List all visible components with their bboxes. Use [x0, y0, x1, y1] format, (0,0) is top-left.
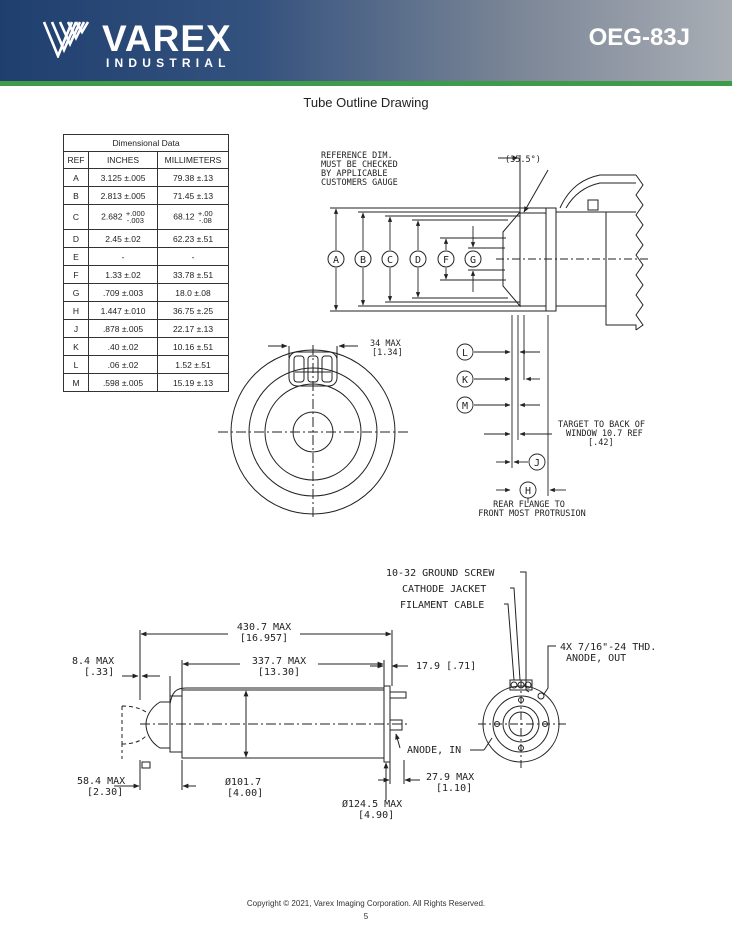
- dia-1245-inches: [4.90]: [358, 810, 394, 821]
- cathode-jacket-label: CATHODE JACKET: [402, 584, 486, 595]
- ref-note-line: CUSTOMERS GAUGE: [321, 178, 398, 188]
- length-337-label: 337.7 MAX: [252, 656, 306, 667]
- label-c: C: [387, 255, 393, 266]
- drawing-text-top: REFERENCE DIM. MUST BE CHECKED BY APPLIC…: [321, 151, 645, 519]
- max34-inches: [1.34]: [372, 348, 403, 358]
- tube-end-view-bottom: [470, 571, 566, 768]
- anode-out-label: ANODE, OUT: [566, 653, 626, 664]
- mm-tolerance: +.00 -.08: [197, 209, 213, 225]
- ground-screw-label: 10-32 GROUND SCREW: [386, 568, 495, 579]
- dimension-lines-a-g: [330, 207, 546, 312]
- target-note-line: [.42]: [588, 438, 614, 448]
- mm-cell: 15.19 ±.13: [157, 373, 229, 392]
- dia-1245-label: Ø124.5 MAX: [342, 798, 402, 810]
- inches-value: 2.682: [101, 211, 123, 222]
- dim-584-label: 58.4 MAX: [77, 776, 125, 787]
- ref-note-line: REFERENCE DIM.: [321, 151, 393, 161]
- ref-cell: C: [63, 204, 89, 230]
- mm-value: 68.12: [173, 211, 195, 222]
- drawing-text-bottom: 10-32 GROUND SCREW CATHODE JACKET FILAME…: [72, 568, 656, 821]
- label-g: G: [470, 255, 476, 266]
- dim-84-label: 8.4 MAX: [72, 656, 114, 667]
- mm-cell: 68.12 +.00 -.08: [157, 204, 229, 230]
- filament-cable-label: FILAMENT CABLE: [400, 600, 484, 611]
- table-row: E--: [63, 247, 229, 266]
- dimensional-data-table: Dimensional Data REF INCHES MILLIMETERS …: [63, 134, 229, 392]
- target-note-line: WINDOW 10.7 REF: [566, 429, 643, 439]
- label-h: H: [525, 486, 531, 497]
- inches-cell: .598 ±.005: [88, 373, 158, 392]
- brand-logo: VAREX INDUSTRIAL: [42, 20, 231, 70]
- table-row: C 2.682 +.000 -.003 68.12 +.00 -.08: [63, 204, 229, 230]
- brand-subtitle: INDUSTRIAL: [106, 56, 231, 70]
- label-f: F: [443, 255, 449, 266]
- dim-179-label: 17.9 [.71]: [416, 661, 476, 672]
- dim-584-inches: [2.30]: [87, 787, 123, 798]
- page-header: [0, 0, 732, 81]
- inches-cell: 2.682 +.000 -.003: [88, 204, 158, 230]
- dia-1017-label: Ø101.7: [225, 776, 261, 788]
- page-number: 5: [363, 912, 369, 921]
- dia-1017-inches: [4.00]: [227, 788, 263, 799]
- varex-logo-icon: [42, 21, 90, 60]
- circle-labels: [327, 250, 482, 268]
- label-j: J: [534, 458, 540, 469]
- inches-tolerance: +.000 -.003: [125, 209, 145, 225]
- ref-note-line: MUST BE CHECKED: [321, 160, 398, 170]
- length-430-label: 430.7 MAX: [237, 622, 291, 633]
- dim-279-label: 27.9 MAX: [426, 772, 474, 783]
- tol-plus: +.00: [197, 209, 213, 218]
- tube-side-profile-top: [496, 155, 650, 331]
- label-d: D: [415, 255, 421, 266]
- brand-name: VAREX: [102, 18, 232, 59]
- dim-279-inches: [1.10]: [436, 783, 472, 794]
- copyright-footer: Copyright © 2021, Varex Imaging Corporat…: [246, 899, 486, 908]
- label-b: B: [360, 255, 366, 266]
- dimension-lines-lkmjh: [456, 315, 566, 503]
- flange-note-line: REAR FLANGE TO: [493, 500, 565, 510]
- tube-side-view-bottom: [114, 630, 420, 800]
- dim-84-inches: [.33]: [84, 667, 114, 678]
- target-note-line: TARGET TO BACK OF: [558, 420, 645, 430]
- tol-plus: +.000: [125, 209, 145, 218]
- tol-minus: -.003: [126, 216, 144, 225]
- ref-note-line: BY APPLICABLE: [321, 169, 388, 179]
- angle-label: (35.5°): [505, 155, 541, 165]
- header-accent-bar: [0, 81, 732, 86]
- label-m: M: [462, 401, 468, 412]
- label-l: L: [462, 348, 468, 359]
- flange-note-line: FRONT MOST PROTRUSION: [478, 509, 585, 519]
- label-k: K: [462, 375, 468, 386]
- tol-minus: -.08: [198, 216, 212, 225]
- length-337-inches: [13.30]: [258, 667, 300, 678]
- label-a: A: [333, 255, 339, 266]
- max34-label: 34 MAX: [370, 339, 402, 349]
- product-name: OEG-83J: [588, 24, 690, 51]
- anode-in-label: ANODE, IN: [407, 745, 461, 756]
- thd-label: 4X 7/16"-24 THD.: [560, 642, 656, 653]
- tube-front-view: [218, 343, 408, 520]
- page-title: Tube Outline Drawing: [303, 95, 429, 110]
- length-430-inches: [16.957]: [240, 633, 288, 644]
